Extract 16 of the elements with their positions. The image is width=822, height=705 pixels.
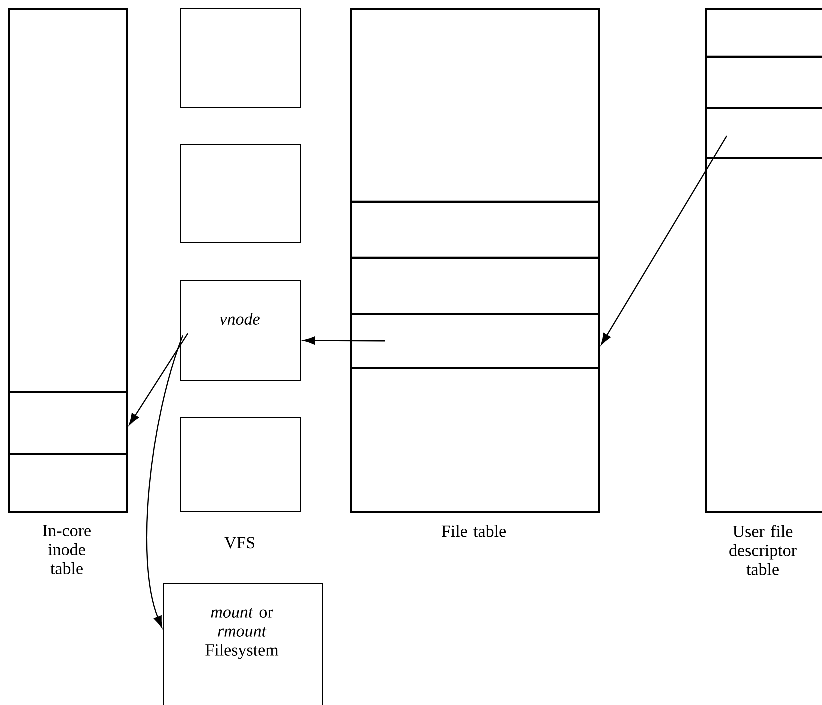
arrow (146, 336, 184, 628)
table-entry (350, 313, 600, 370)
vfs-box (180, 144, 302, 244)
arrow (601, 136, 728, 346)
table-entry (8, 391, 128, 456)
table-entry (705, 107, 822, 160)
vnode-box: vnode (180, 280, 302, 382)
vfs-box (180, 8, 302, 108)
table-caption: File table (442, 525, 506, 538)
column-label: VFS (224, 537, 255, 549)
vfs-box (180, 417, 302, 512)
filesystem-box: mount or rmount Filesystem (163, 583, 324, 705)
table-caption: User file descriptor table (730, 525, 797, 576)
arrow (304, 336, 385, 345)
table-caption: In-core inode table (43, 525, 91, 574)
arrow (129, 333, 188, 426)
